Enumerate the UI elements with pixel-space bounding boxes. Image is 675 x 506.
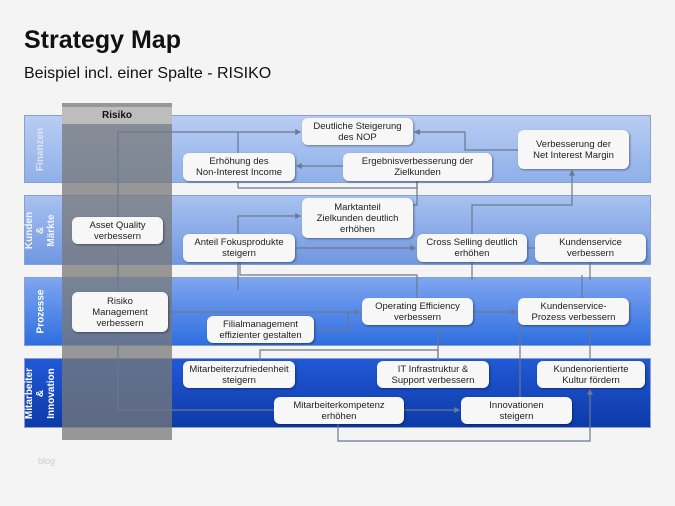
- objective-operating-efficiency[interactable]: Operating Efficiency verbessern: [362, 298, 473, 325]
- page-title: Strategy Map: [24, 26, 181, 54]
- objective-fokusprodukte[interactable]: Anteil Fokusprodukte steigern: [183, 234, 295, 262]
- objective-it-infrastruktur[interactable]: IT Infrastruktur & Support verbessern: [377, 361, 489, 388]
- risk-column: [62, 103, 172, 440]
- objective-cross-selling[interactable]: Cross Selling deutlich erhöhen: [417, 234, 527, 262]
- objective-innovationen[interactable]: Innovationen steigern: [461, 397, 572, 424]
- objective-ergebnisverbesserung[interactable]: Ergebnisverbesserung der Zielkunden: [343, 153, 492, 181]
- objective-kundenservice-prozess[interactable]: Kundenservice- Prozess verbessern: [518, 298, 629, 325]
- objective-asset-quality[interactable]: Asset Quality verbessern: [72, 217, 163, 244]
- objective-risiko-management[interactable]: Risiko Management verbessern: [72, 292, 168, 332]
- objective-net-interest-margin[interactable]: Verbesserung der Net Interest Margin: [518, 130, 629, 169]
- risk-column-header: Risiko: [62, 107, 172, 124]
- page-subtitle: Beispiel incl. einer Spalte - RISIKO: [24, 65, 272, 82]
- objective-filialmanagement[interactable]: Filialmanagement effizienter gestalten: [207, 316, 314, 343]
- objective-non-interest-income[interactable]: Erhöhung des Non-Interest Income: [183, 153, 295, 181]
- objective-mitarbeiterkompetenz[interactable]: Mitarbeiterkompetenz erhöhen: [274, 397, 404, 424]
- objective-mitarbeiterzufriedenheit[interactable]: Mitarbeiterzufriedenheit steigern: [183, 361, 295, 388]
- objective-nop[interactable]: Deutliche Steigerung des NOP: [302, 118, 413, 145]
- objective-kundenorientierte-kultur[interactable]: Kundenorientierte Kultur fördern: [537, 361, 645, 388]
- objective-kundenservice[interactable]: Kundenservice verbessern: [535, 234, 646, 262]
- watermark: blog: [38, 456, 56, 466]
- objective-marktanteil[interactable]: Marktanteil Zielkunden deutlich erhöhen: [302, 198, 413, 238]
